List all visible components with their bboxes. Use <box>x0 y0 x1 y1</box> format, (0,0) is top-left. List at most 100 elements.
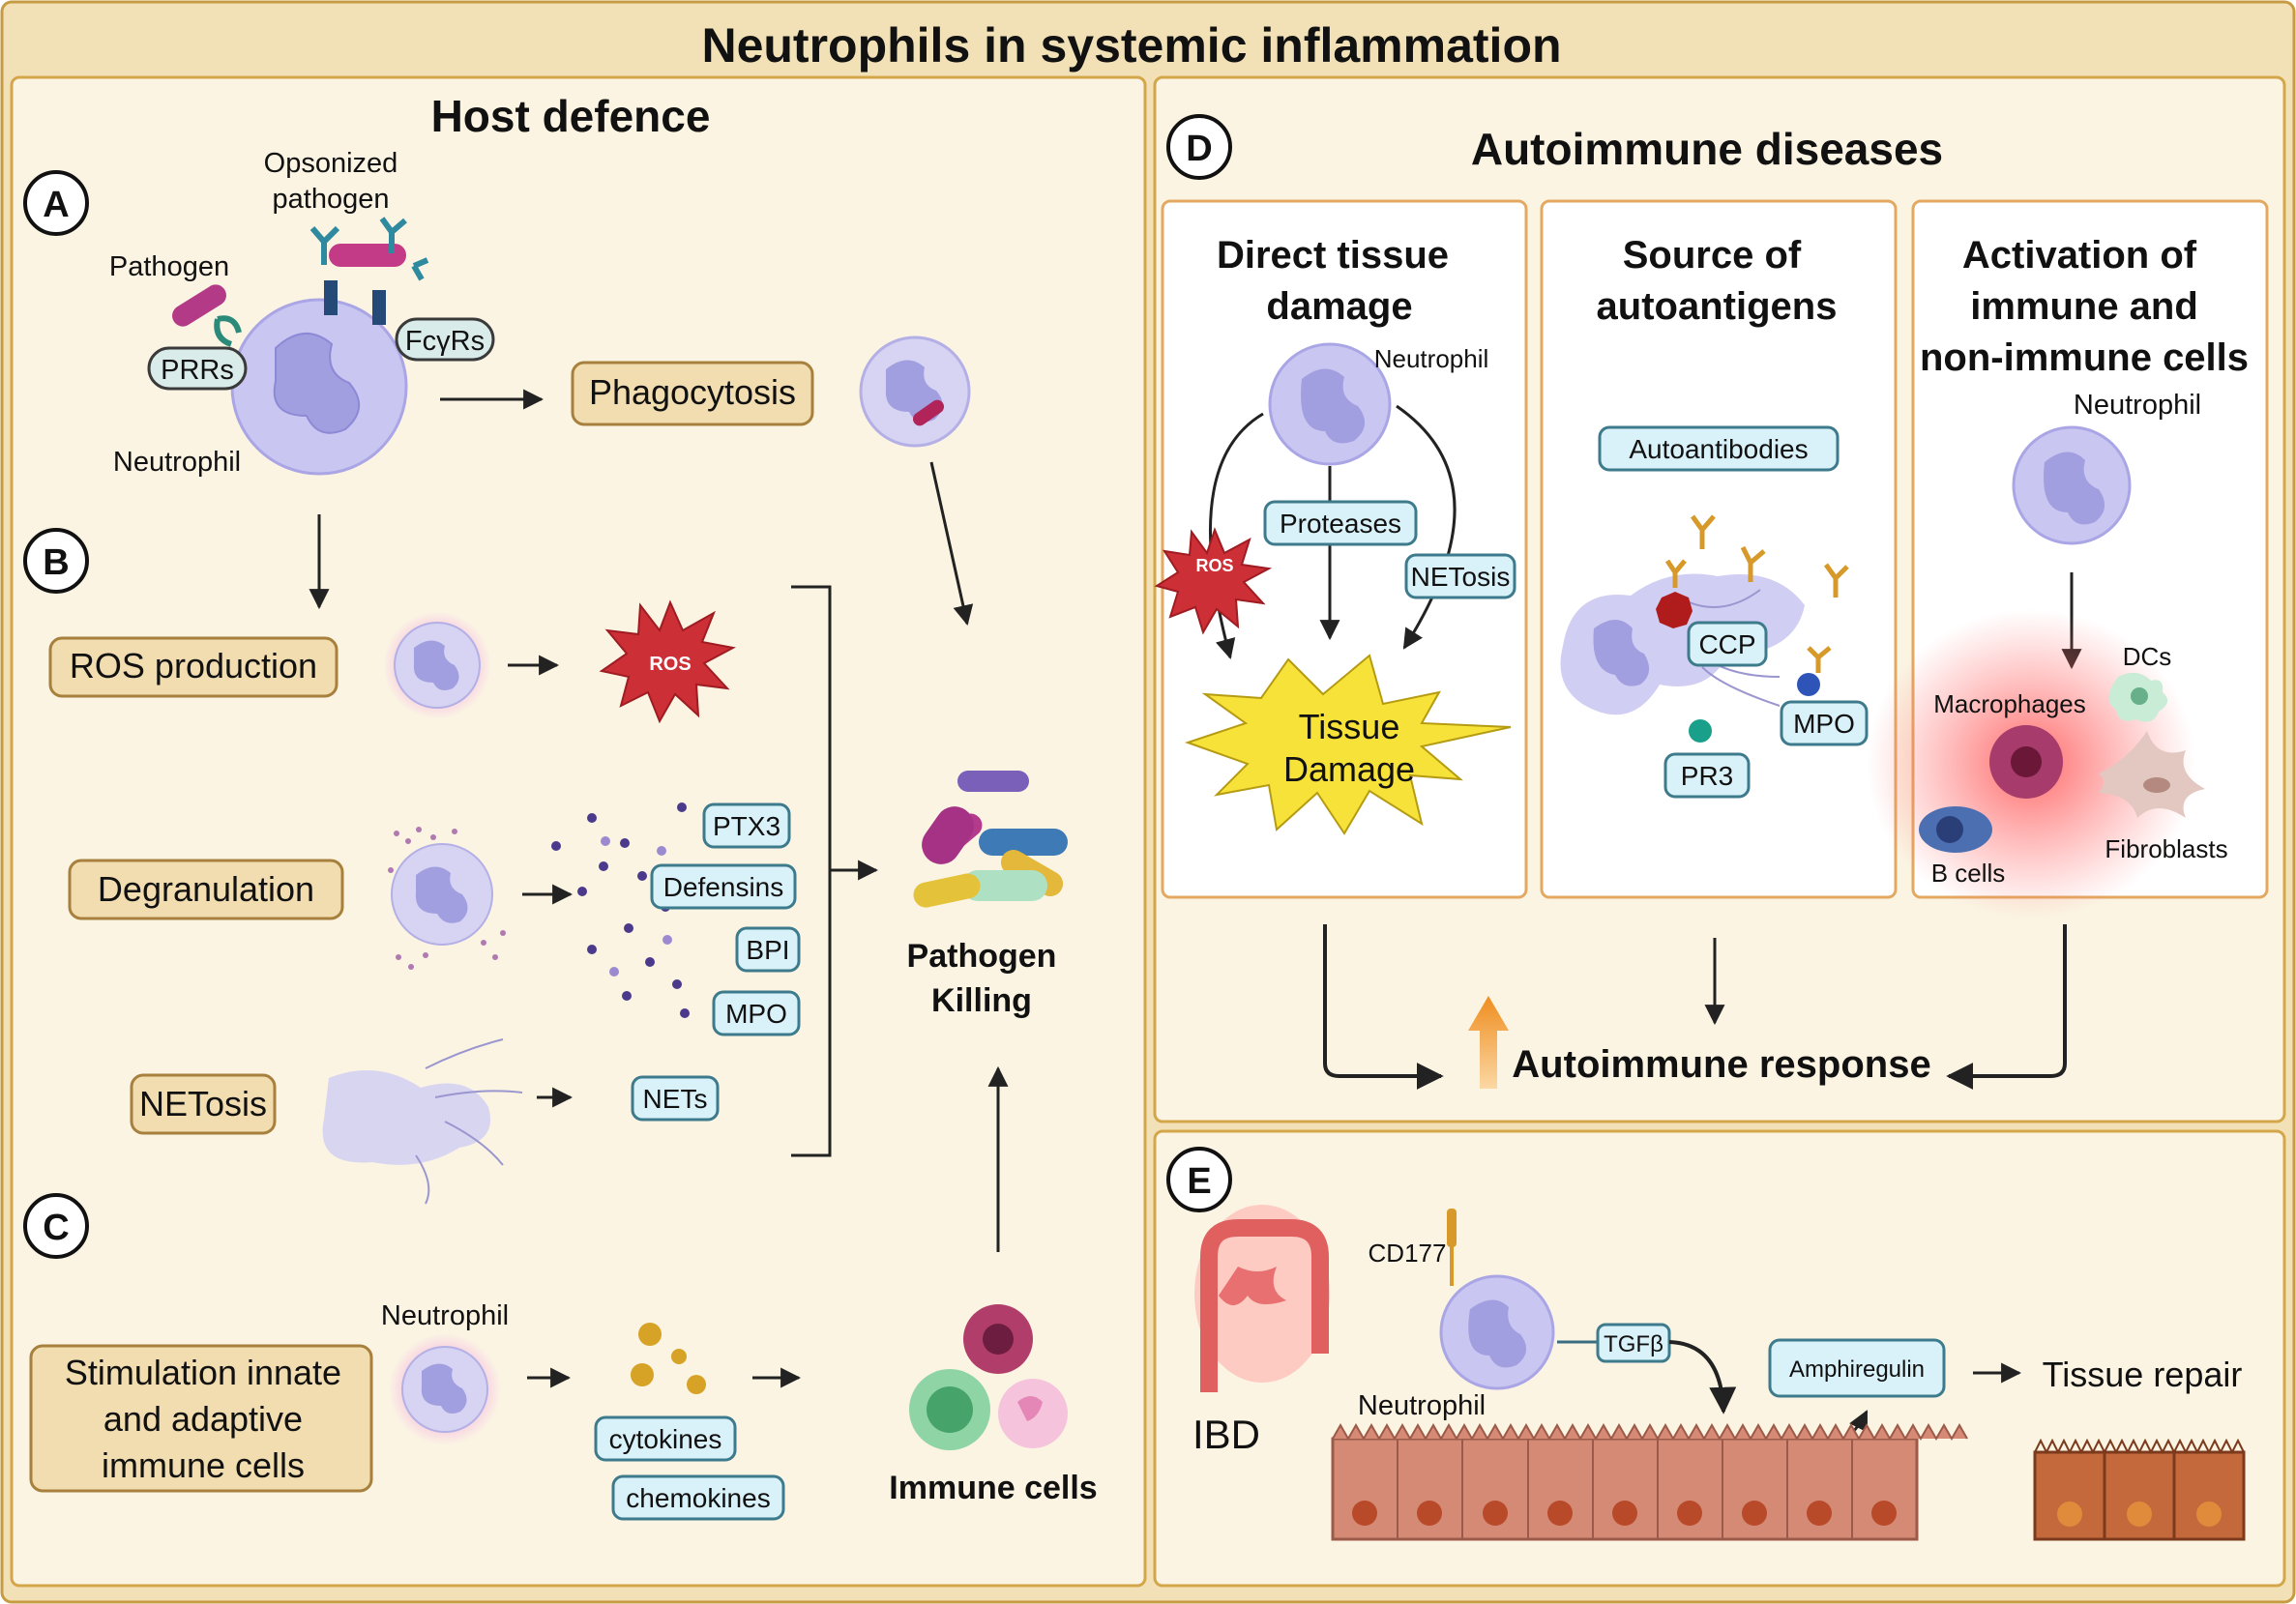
cd177-receptor-icon <box>1447 1209 1457 1286</box>
phagocytosed-neutrophil-icon <box>859 335 971 448</box>
svg-text:PRRs: PRRs <box>161 355 234 386</box>
tissue-damage-burst: Tissue Damage <box>1184 654 1512 835</box>
cd177-label: CD177 <box>1369 1239 1447 1268</box>
autoantibodies-badge: Autoantibodies <box>1598 425 1840 472</box>
svg-text:TGFβ: TGFβ <box>1604 1331 1663 1357</box>
b-cells-label: B cells <box>1931 859 2006 888</box>
svg-text:C: C <box>43 1208 69 1248</box>
panel-b-letter: B <box>23 528 89 594</box>
cytokine-dots <box>631 1323 706 1394</box>
activation-title-2: immune and <box>1970 285 2198 328</box>
activation-title-3: non-immune cells <box>1920 336 2249 379</box>
pathogen-killing-label-2: Killing <box>931 982 1032 1019</box>
bacteria-cluster-icon <box>913 771 1068 908</box>
cytokines-badge: cytokines <box>594 1415 737 1462</box>
opsonized-label-1: Opsonized <box>264 148 398 179</box>
svg-text:CCP: CCP <box>1698 629 1755 659</box>
svg-text:cytokines: cytokines <box>609 1424 722 1454</box>
netosis-box-b: NETosis <box>130 1073 277 1135</box>
ros-burst-icon: ROS <box>599 599 736 724</box>
arrow-netosis-to-damage <box>1396 404 1457 650</box>
mpo-antigen-dot <box>1797 673 1820 696</box>
intestine-icon <box>1194 1205 1330 1392</box>
neutrophil-label-d1: Neutrophil <box>1374 344 1489 373</box>
neutrophil-label-a: Neutrophil <box>113 447 241 478</box>
tgfb-badge: TGFβ <box>1596 1323 1671 1363</box>
svg-text:NETosis: NETosis <box>139 1084 267 1123</box>
opsonized-pathogen-icon <box>309 217 429 325</box>
svg-text:Proteases: Proteases <box>1280 509 1401 539</box>
neutrophil-d3-icon <box>2012 425 2132 545</box>
svg-text:Degranulation: Degranulation <box>98 869 314 909</box>
pr3-badge: PR3 <box>1663 752 1751 799</box>
svg-text:Autoantibodies: Autoantibodies <box>1629 434 1808 464</box>
netting-neutrophil-icon <box>1560 573 1805 715</box>
pathogen-icon <box>172 284 242 347</box>
fibroblasts-label: Fibroblasts <box>2105 834 2227 863</box>
macrophage-icon <box>1989 725 2063 799</box>
svg-text:MPO: MPO <box>1793 709 1855 739</box>
pathogen-label: Pathogen <box>109 251 229 282</box>
svg-text:Damage: Damage <box>1283 749 1415 789</box>
dcs-label: DCs <box>2123 642 2172 671</box>
stimulation-box: Stimulation innate and adaptive immune c… <box>29 1344 373 1493</box>
host-defence-heading: Host defence <box>431 91 711 141</box>
pathogen-killing-label-1: Pathogen <box>907 938 1057 975</box>
svg-text:ROS production: ROS production <box>70 646 317 685</box>
arrow-tgfb-to-epithelium <box>1668 1340 1737 1414</box>
ibd-label: IBD <box>1192 1412 1260 1457</box>
glowing-neutrophil-c-icon <box>389 1333 501 1445</box>
svg-text:A: A <box>43 185 69 225</box>
panel-e-letter: E <box>1166 1147 1232 1212</box>
proteases-badge: Proteases <box>1263 500 1418 546</box>
activation-title-1: Activation of <box>1962 234 2197 277</box>
ptx3-badge: PTX3 <box>702 802 791 849</box>
svg-text:Stimulation innate: Stimulation innate <box>65 1353 341 1392</box>
autoimmune-response-label: Autoimmune response <box>1512 1043 1930 1086</box>
mpo-badge-b: MPO <box>712 990 801 1036</box>
pr3-antigen-dot <box>1689 719 1712 743</box>
svg-text:immune cells: immune cells <box>102 1445 305 1485</box>
glowing-neutrophil-icon <box>383 611 491 719</box>
svg-text:chemokines: chemokines <box>626 1483 770 1513</box>
mpo-badge-d: MPO <box>1780 700 1869 746</box>
svg-text:NETosis: NETosis <box>1411 562 1511 592</box>
panel-c-letter: C <box>23 1193 89 1259</box>
svg-text:ROS: ROS <box>1195 556 1233 575</box>
netosis-badge-d: NETosis <box>1404 553 1516 599</box>
antibody-icons <box>1664 514 1849 673</box>
immune-cells-icon <box>909 1304 1068 1450</box>
svg-text:Tissue: Tissue <box>1299 707 1400 746</box>
neutrophil-d1-icon <box>1268 342 1392 466</box>
ccp-badge: CCP <box>1687 621 1768 667</box>
macrophages-label: Macrophages <box>1933 689 2086 718</box>
svg-text:Amphiregulin: Amphiregulin <box>1789 1356 1925 1383</box>
neutrophil-e-icon <box>1439 1274 1555 1390</box>
degranulating-neutrophil-icon <box>388 827 506 970</box>
figure-title: Neutrophils in systemic inflammation <box>701 18 1561 73</box>
svg-text:Defensins: Defensins <box>663 872 784 902</box>
fcgrs-badge: FcγRs <box>395 317 495 362</box>
neutrophil-cell-icon <box>230 298 408 476</box>
ros-burst-d-icon: ROS <box>1154 527 1273 635</box>
svg-text:NETs: NETs <box>643 1084 708 1114</box>
defensins-badge: Defensins <box>650 863 797 910</box>
phagocytosis-box: Phagocytosis <box>571 361 814 426</box>
svg-text:B: B <box>43 542 69 583</box>
fibroblast-icon <box>2099 731 2205 818</box>
svg-text:and adaptive: and adaptive <box>103 1399 303 1439</box>
amphiregulin-badge: Amphiregulin <box>1768 1338 1946 1398</box>
svg-text:PR3: PR3 <box>1681 761 1733 791</box>
b-cell-icon <box>1919 806 1992 853</box>
svg-text:MPO: MPO <box>725 999 787 1029</box>
panel-d-letter: D <box>1166 114 1232 180</box>
neutrophil-label-e: Neutrophil <box>1358 1390 1486 1421</box>
bpi-badge: BPI <box>735 926 801 973</box>
neutrophil-label-d3: Neutrophil <box>2074 390 2201 421</box>
direct-damage-title-2: damage <box>1266 285 1412 328</box>
autoimmune-heading: Autoimmune diseases <box>1471 124 1943 174</box>
autoantigens-title-2: autoantigens <box>1597 285 1838 328</box>
direct-damage-title-1: Direct tissue <box>1217 234 1449 277</box>
opsonized-label-2: pathogen <box>273 184 390 215</box>
